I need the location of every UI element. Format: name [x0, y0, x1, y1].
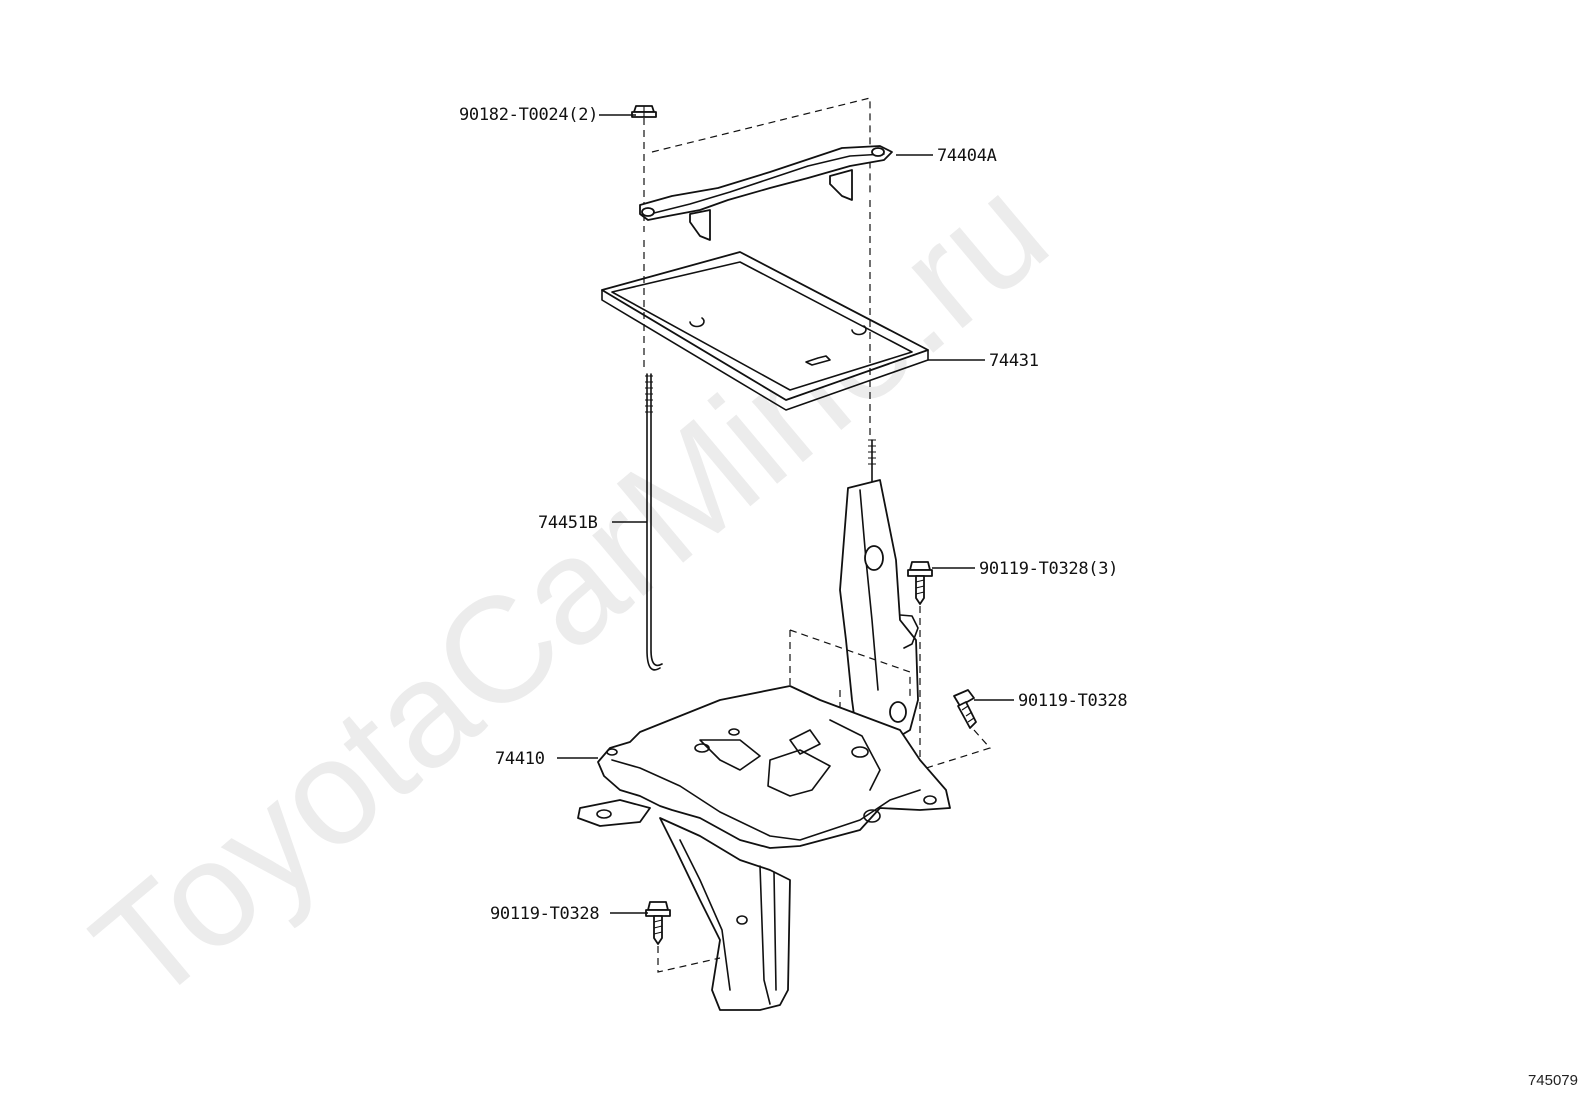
battery-tray-icon [601, 251, 929, 411]
bolt-bottom-icon [645, 901, 671, 945]
part-label-bolt-right-upper[interactable]: 90119-T0328(3) [979, 559, 1119, 579]
part-label-carrier[interactable]: 74410 [495, 749, 545, 769]
watermark: ToyotaCarMine.ru [63, 145, 1078, 1035]
diagram-id: 745079 [1527, 1072, 1578, 1089]
battery-clamp-icon [639, 145, 893, 241]
carrier-bracket-icon [839, 439, 919, 761]
bolt-right-lower-icon [953, 689, 977, 729]
battery-carrier-icon [577, 685, 951, 849]
part-label-clamp[interactable]: 74404A [937, 146, 997, 166]
carrier-leg-icon [659, 817, 791, 1011]
part-label-rod[interactable]: 74451B [538, 513, 598, 533]
part-label-bolt-bottom[interactable]: 90119-T0328 [490, 904, 600, 924]
bolt-right-upper-icon [907, 561, 933, 605]
part-label-bolt-right-lower[interactable]: 90119-T0328 [1018, 691, 1128, 711]
part-label-tray[interactable]: 74431 [989, 351, 1039, 371]
part-label-bolt-top[interactable]: 90182-T0024(2) [459, 105, 599, 125]
hold-down-rod-icon [645, 373, 663, 671]
